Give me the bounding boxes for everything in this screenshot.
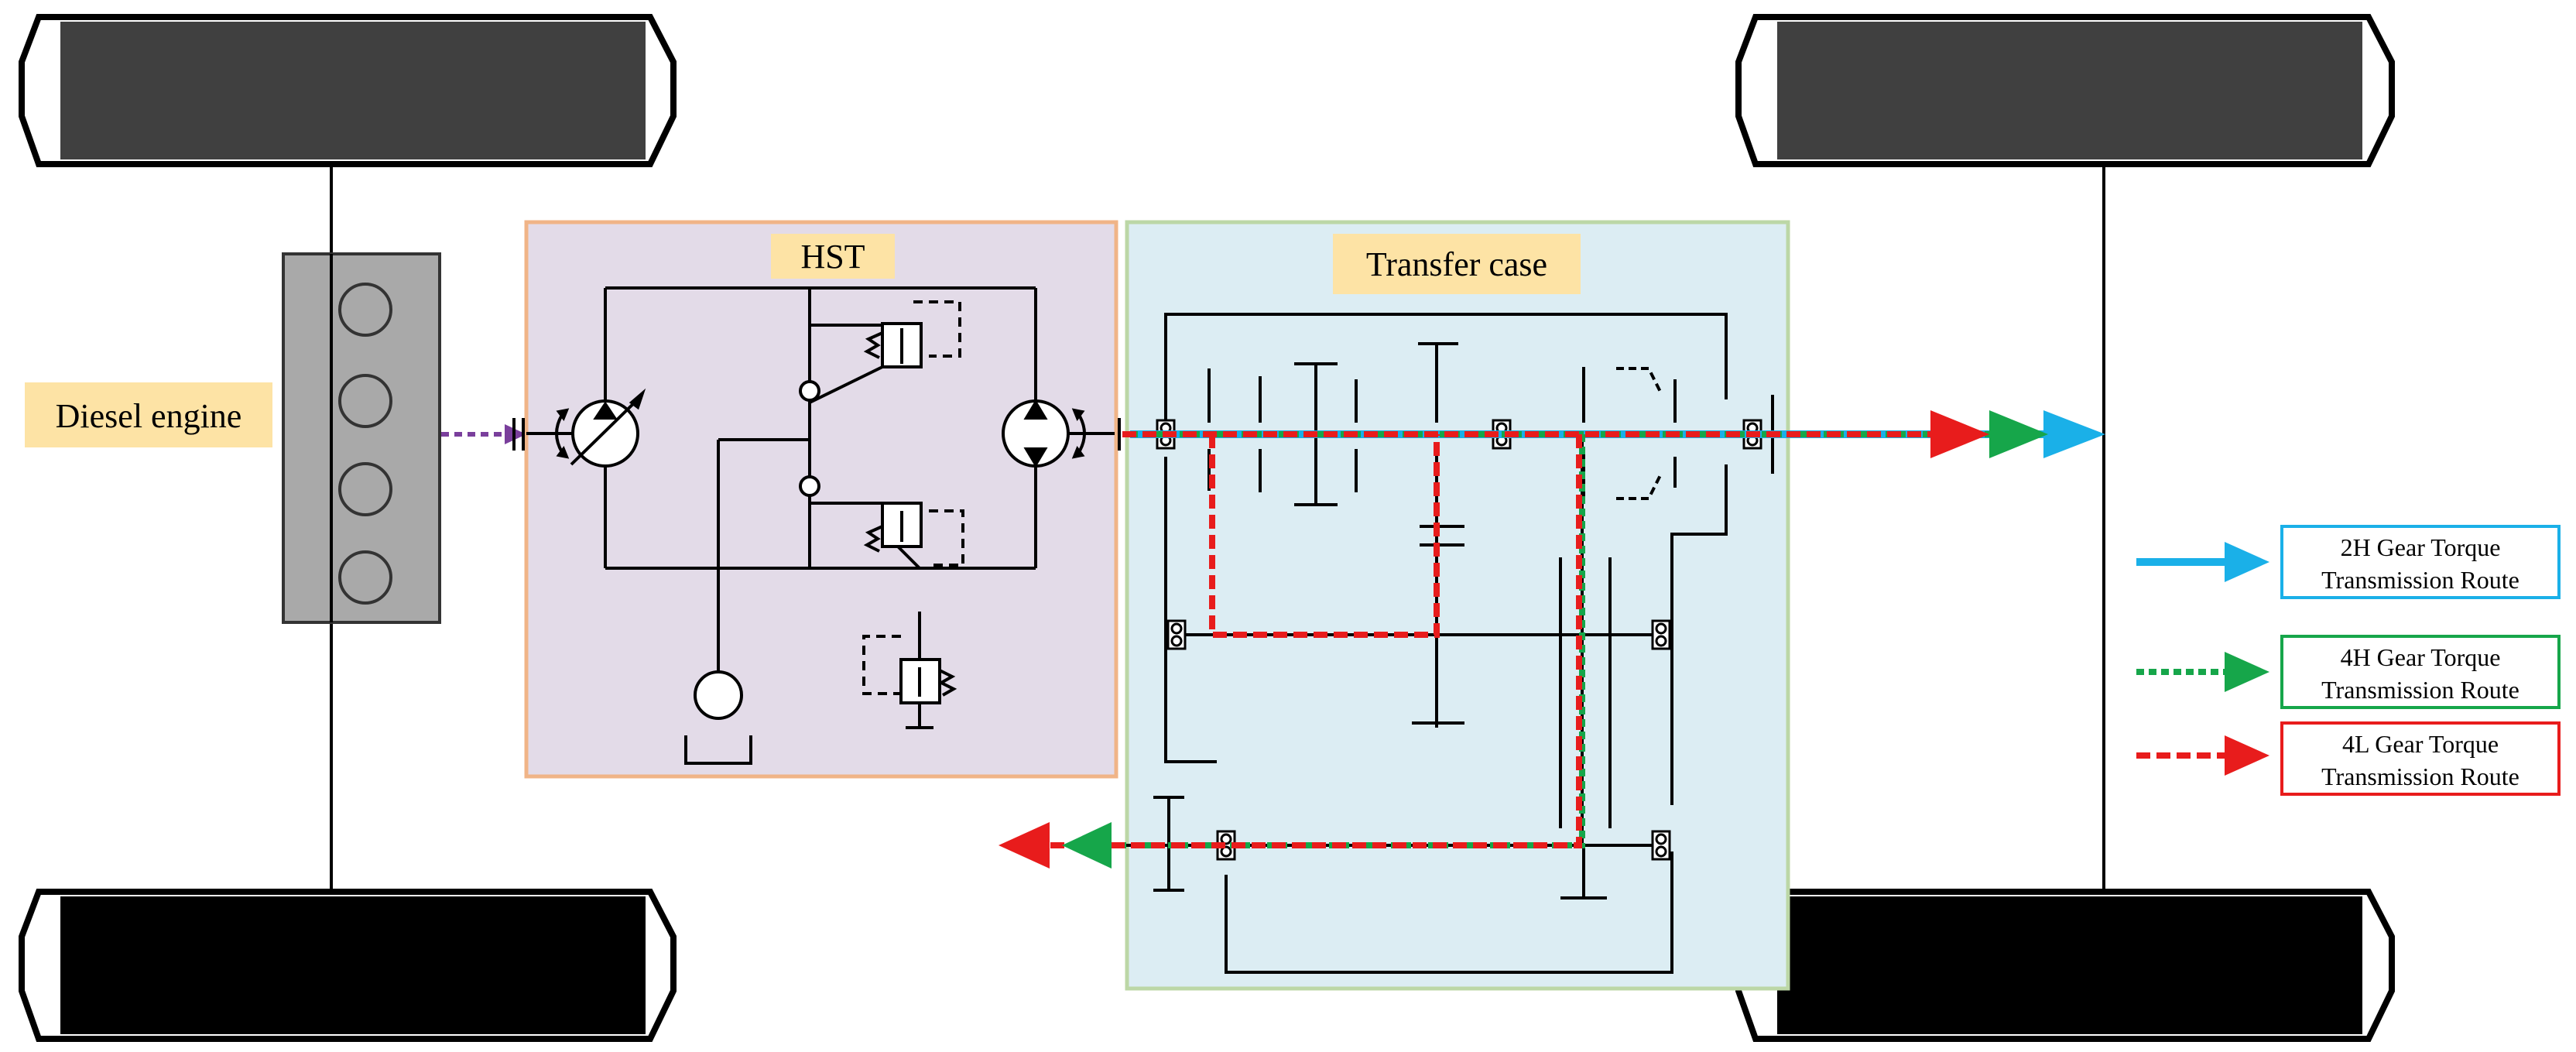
hst-box xyxy=(524,220,1118,779)
legend-2h: 2H Gear Torque Transmission Route xyxy=(2136,525,2561,599)
legend: 2H Gear Torque Transmission Route 4H Gea… xyxy=(2136,525,2561,796)
legend-4l-line2: Transmission Route xyxy=(2321,762,2519,790)
wheel-front-right xyxy=(19,889,677,1042)
route-4l xyxy=(1022,431,1943,848)
legend-4h-line2: Transmission Route xyxy=(2321,676,2519,704)
engine-label-bg xyxy=(25,382,272,447)
front-output-arrows xyxy=(999,822,1112,869)
legend-2h-line1: 2H Gear Torque xyxy=(2341,533,2501,561)
engine-cylinder xyxy=(338,283,392,337)
transfer-case-label-bg xyxy=(1333,234,1581,294)
engine-cylinder xyxy=(338,550,392,605)
transfer-case-label: Transfer case xyxy=(1366,245,1547,283)
legend-4l-line1: 4L Gear Torque xyxy=(2342,730,2499,758)
wheel-front-left xyxy=(19,14,677,167)
legend-2h-line2: Transmission Route xyxy=(2321,566,2519,594)
legend-4l: 4L Gear Torque Transmission Route xyxy=(2136,721,2561,796)
transfer-case-box xyxy=(1125,220,1790,991)
legend-4h: 4H Gear Torque Transmission Route xyxy=(2136,635,2561,709)
engine-label: Diesel engine xyxy=(56,397,242,435)
legend-4h-line1: 4H Gear Torque xyxy=(2341,643,2501,671)
wheel-rear-left xyxy=(1735,14,2395,167)
hst-label: HST xyxy=(800,238,865,276)
engine-cylinder xyxy=(338,374,392,428)
rear-output-arrows xyxy=(1930,410,2105,458)
hst-hydraulic-circuit xyxy=(512,286,1130,765)
wheel-rear-right xyxy=(1735,889,2395,1042)
hst-label-bg xyxy=(771,234,895,279)
diesel-engine xyxy=(282,252,441,624)
engine-cylinder xyxy=(338,462,392,516)
